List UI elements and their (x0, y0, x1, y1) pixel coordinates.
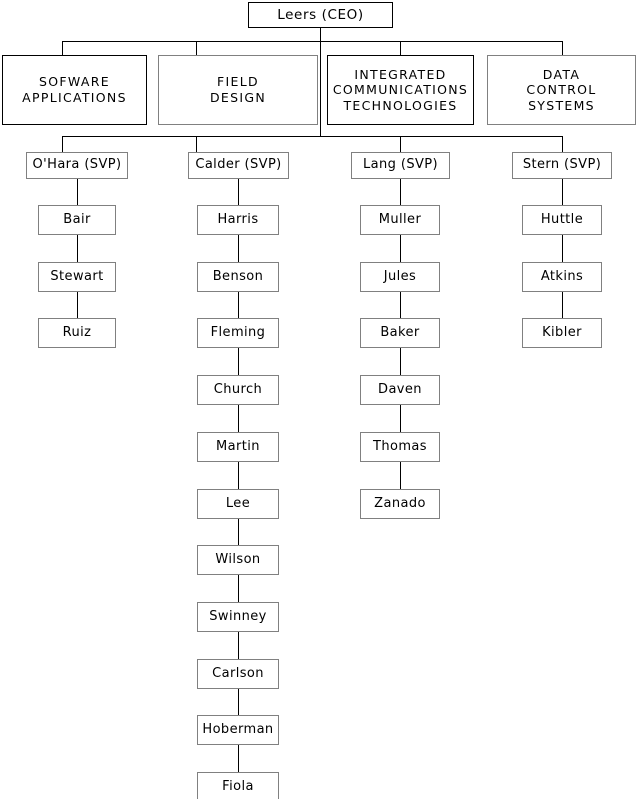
svp-box-ohara[interactable]: O'Hara (SVP) (26, 152, 128, 179)
connector-chain-4-2 (562, 235, 563, 262)
staff-box-fiola[interactable]: Fiola (197, 772, 279, 799)
connector-chain-2-1 (238, 179, 239, 205)
connector-svp-drop-4 (562, 136, 563, 152)
connector-chain-2-2 (238, 235, 239, 262)
connector-division-drop-3 (400, 41, 401, 55)
svp-box-lang[interactable]: Lang (SVP) (351, 152, 450, 179)
connector-chain-2-10 (238, 689, 239, 715)
connector-chain-1-2 (77, 235, 78, 262)
connector-chain-2-9 (238, 632, 239, 659)
connector-svp-drop-1 (62, 136, 63, 152)
staff-box-zanado[interactable]: Zanado (360, 489, 440, 519)
connector-division-drop-2 (196, 41, 197, 55)
connector-svp-drop-3 (400, 136, 401, 152)
staff-box-martin[interactable]: Martin (197, 432, 279, 462)
connector-chain-2-11 (238, 745, 239, 772)
staff-box-ruiz[interactable]: Ruiz (38, 318, 116, 348)
staff-box-kibler[interactable]: Kibler (522, 318, 602, 348)
staff-box-muller[interactable]: Muller (360, 205, 440, 235)
staff-box-thomas[interactable]: Thomas (360, 432, 440, 462)
staff-box-lee[interactable]: Lee (197, 489, 279, 519)
connector-chain-2-8 (238, 575, 239, 602)
division-box-field-design[interactable]: FIELD DESIGN (158, 55, 318, 125)
connector-chain-4-3 (562, 292, 563, 318)
connector-chain-2-7 (238, 519, 239, 545)
division-box-integrated-communications-technologies[interactable]: INTEGRATED COMMUNICATIONS TECHNOLOGIES (327, 55, 474, 125)
staff-box-wilson[interactable]: Wilson (197, 545, 279, 575)
staff-box-fleming[interactable]: Fleming (197, 318, 279, 348)
staff-box-bair[interactable]: Bair (38, 205, 116, 235)
connector-svp-bus (62, 136, 563, 137)
staff-box-atkins[interactable]: Atkins (522, 262, 602, 292)
staff-box-jules[interactable]: Jules (360, 262, 440, 292)
staff-box-carlson[interactable]: Carlson (197, 659, 279, 689)
connector-ceo-trunk (320, 28, 321, 136)
staff-box-huttle[interactable]: Huttle (522, 205, 602, 235)
connector-chain-1-1 (77, 179, 78, 205)
connector-chain-2-4 (238, 348, 239, 375)
connector-chain-3-2 (400, 235, 401, 262)
connector-division-drop-4 (562, 41, 563, 55)
staff-box-harris[interactable]: Harris (197, 205, 279, 235)
staff-box-baker[interactable]: Baker (360, 318, 440, 348)
connector-chain-3-5 (400, 405, 401, 432)
staff-box-church[interactable]: Church (197, 375, 279, 405)
connector-svp-drop-2 (196, 136, 197, 152)
connector-chain-2-5 (238, 405, 239, 432)
connector-chain-3-1 (400, 179, 401, 205)
staff-box-benson[interactable]: Benson (197, 262, 279, 292)
division-box-software-applications[interactable]: SOFWARE APPLICATIONS (2, 55, 147, 125)
connector-division-bus (62, 41, 563, 42)
connector-chain-3-6 (400, 462, 401, 489)
staff-box-stewart[interactable]: Stewart (38, 262, 116, 292)
connector-chain-3-4 (400, 348, 401, 375)
connector-chain-2-3 (238, 292, 239, 318)
ceo-box[interactable]: Leers (CEO) (248, 2, 393, 28)
staff-box-daven[interactable]: Daven (360, 375, 440, 405)
staff-box-hoberman[interactable]: Hoberman (197, 715, 279, 745)
division-box-data-control-systems[interactable]: DATA CONTROL SYSTEMS (487, 55, 636, 125)
svp-box-stern[interactable]: Stern (SVP) (512, 152, 612, 179)
svp-box-calder[interactable]: Calder (SVP) (188, 152, 289, 179)
connector-chain-2-6 (238, 462, 239, 489)
connector-chain-4-1 (562, 179, 563, 205)
connector-division-drop-1 (62, 41, 63, 55)
connector-chain-3-3 (400, 292, 401, 318)
connector-chain-1-3 (77, 292, 78, 318)
staff-box-swinney[interactable]: Swinney (197, 602, 279, 632)
